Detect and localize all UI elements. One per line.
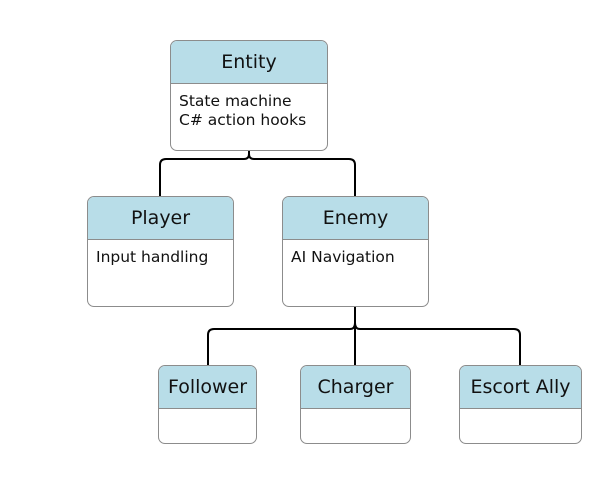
connector-entity-enemy: [248, 151, 356, 196]
connector-enemy-follower: [207, 307, 356, 365]
node-entity-title: Entity: [171, 41, 327, 84]
node-charger[interactable]: Charger: [300, 365, 411, 444]
node-entity[interactable]: Entity State machine C# action hooks: [170, 40, 328, 151]
connector-enemy-escort: [354, 307, 521, 365]
node-entity-body: State machine C# action hooks: [171, 84, 327, 130]
node-enemy-body-line: AI Navigation: [291, 248, 395, 266]
node-player[interactable]: Player Input handling: [87, 196, 234, 307]
node-entity-body-line: C# action hooks: [179, 111, 307, 129]
node-charger-body: [301, 409, 410, 417]
node-escort-ally[interactable]: Escort Ally: [459, 365, 582, 444]
node-player-title: Player: [88, 197, 233, 240]
node-escort-ally-title: Escort Ally: [460, 366, 581, 409]
connector-entity-player: [159, 151, 250, 196]
node-player-body: Input handling: [88, 240, 233, 267]
node-enemy[interactable]: Enemy AI Navigation: [282, 196, 429, 307]
node-escort-ally-body: [460, 409, 581, 417]
node-enemy-title: Enemy: [283, 197, 428, 240]
node-follower-body: [159, 409, 256, 417]
node-player-body-line: Input handling: [96, 248, 209, 266]
node-enemy-body: AI Navigation: [283, 240, 428, 267]
node-follower[interactable]: Follower: [158, 365, 257, 444]
node-entity-body-line: State machine: [179, 92, 292, 110]
node-charger-title: Charger: [301, 366, 410, 409]
node-follower-title: Follower: [159, 366, 256, 409]
